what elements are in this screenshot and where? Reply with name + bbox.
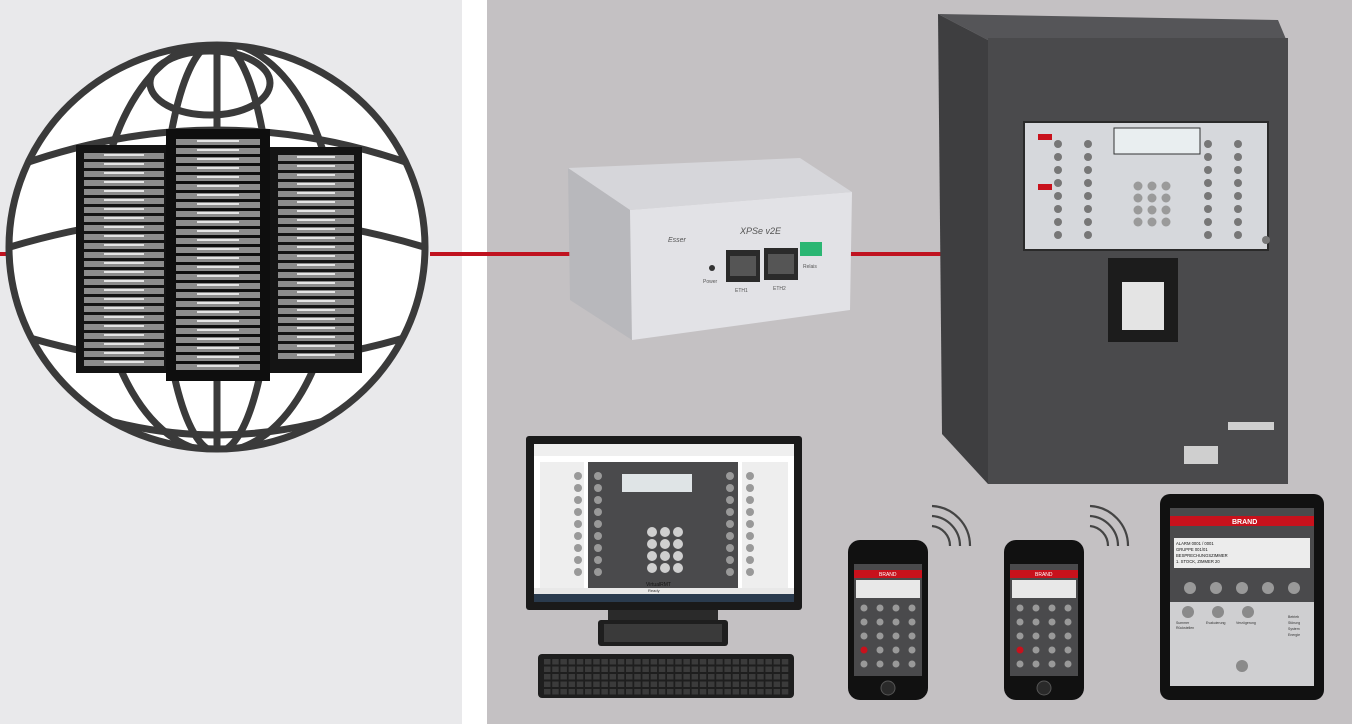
tablet-header-text: BRAND	[1232, 519, 1257, 526]
device-model-text: XPSe v2E	[739, 226, 782, 236]
tablet-status-betrieb: Betrieb	[1288, 615, 1299, 619]
tablet-display-line-4: 1. STOCK, ZIMMER 20	[1176, 559, 1220, 564]
device-brand-text: Esser	[668, 237, 687, 244]
tablet-button-label-summer: Summer	[1176, 621, 1190, 625]
tablet-button-label-reset: Rückstellen	[1176, 626, 1194, 630]
device-port2-label: ETH2	[773, 286, 786, 292]
tablet-display-line-1: ALARM 0001 / 0001	[1176, 541, 1214, 546]
smartphone-2: BRAND	[1004, 540, 1084, 700]
smartphone-1: BRAND	[848, 540, 928, 700]
tablet-status-stoerung: Störung	[1288, 621, 1300, 625]
tablet-display-line-3: BESPRECHUNGSZIMMER	[1176, 553, 1228, 558]
tablet-button-label-evac: Evakuierung	[1206, 621, 1226, 625]
phone2-header-text: BRAND	[1035, 572, 1053, 578]
monitor-app-title: VirtualRMT	[646, 582, 671, 588]
tablet: BRAND ALARM 0001 / 0001 GRUPPE 001/01 BE…	[1160, 494, 1324, 700]
network-interface-device: Esser XPSe v2E Power ETH1 ETH2 Relais	[568, 158, 852, 340]
fire-alarm-panel	[938, 14, 1288, 484]
keyboard	[538, 654, 794, 698]
tablet-display-line-2: GRUPPE 001/01	[1176, 547, 1208, 552]
globe-server-icon	[5, 41, 429, 453]
link-line-device-to-panel	[846, 252, 946, 256]
device-terminal-label: Relais	[803, 264, 817, 270]
device-power-label: Power	[703, 279, 718, 285]
desktop-monitor: VirtualRMT Ready	[526, 436, 802, 646]
tablet-button-label-delay: Verzögerung	[1236, 621, 1256, 625]
phone1-header-text: BRAND	[879, 572, 897, 578]
tablet-status-system: System	[1288, 627, 1300, 631]
wifi-signal-icon	[1089, 504, 1130, 547]
monitor-status-text: Ready	[648, 588, 660, 593]
wifi-signal-icon	[931, 504, 972, 547]
link-line-globe-to-device	[430, 252, 580, 256]
link-line-left	[0, 252, 8, 256]
tablet-status-energie: Energie	[1288, 633, 1300, 637]
device-port1-label: ETH1	[735, 288, 748, 294]
